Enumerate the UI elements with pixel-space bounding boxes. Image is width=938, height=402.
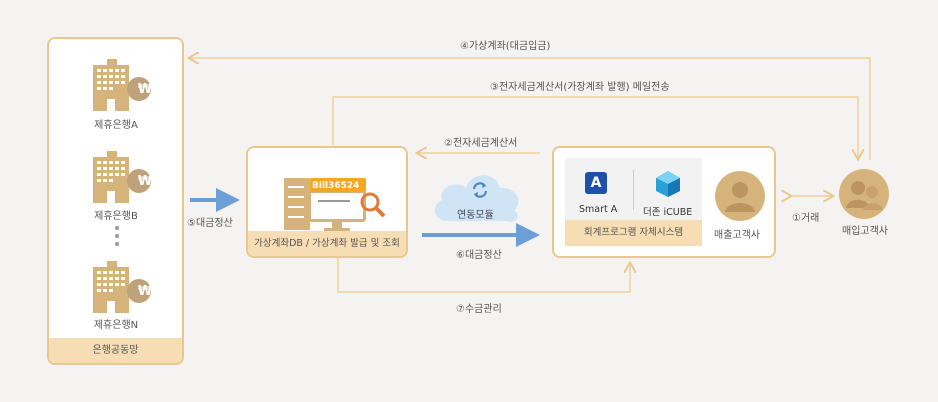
icube-label: 더존 iCUBE <box>643 207 693 218</box>
flow-4-line <box>190 58 871 160</box>
flow-5-label: ⑤대금정산 <box>187 218 233 229</box>
flow-4-label: ④가상계좌(대금입금) <box>460 41 551 52</box>
bank-label: 제휴은행B <box>94 211 138 222</box>
accounting-panel: A Smart A 더존 iCUBE 회계프로그램 자체시스템 매출고객사 <box>552 146 776 258</box>
sales-customer-avatar-icon <box>715 171 765 221</box>
flow-3-label: ③전자세금계산서(가장계좌 발행) 메일전송 <box>490 82 670 93</box>
sync-icon <box>472 182 488 198</box>
smart-a-icon: A <box>585 172 607 194</box>
flow-2-label: ②전자세금계산서 <box>444 138 518 149</box>
bank-building-icon <box>93 151 151 203</box>
ellipsis-icon <box>115 226 119 246</box>
bank-panel: ₩ 제휴은행A ₩ 제휴은행B ₩ 제휴은행N 은행공동망 <box>47 37 184 365</box>
flow-7-label: ⑦수금관리 <box>456 304 502 315</box>
virtual-account-footer: 가상계좌DB / 가상계좌 발급 및 조회 <box>248 231 406 256</box>
sales-customer-label: 매출고객사 <box>714 230 760 241</box>
divider <box>633 170 634 210</box>
flow-6-label: ⑥대금정산 <box>456 250 502 261</box>
smart-a-label: Smart A <box>579 204 618 215</box>
bank-building-icon <box>93 59 151 111</box>
won-icon: ₩ <box>137 82 153 97</box>
flow-3-line <box>332 96 858 158</box>
server-monitor-icon <box>284 178 386 231</box>
flow-1-label: ①거래 <box>792 213 820 224</box>
won-icon: ₩ <box>137 174 153 189</box>
bill-code: Bill36524 <box>312 181 360 191</box>
flow-7-line <box>337 258 630 293</box>
buyer-avatar-icon <box>839 169 889 219</box>
cloud-icon <box>434 175 519 222</box>
virtual-account-panel: Bill36524 가상계좌DB / 가상계좌 발급 및 조회 <box>246 146 408 258</box>
bank-network-footer: 은행공동망 <box>49 338 182 363</box>
won-icon: ₩ <box>137 284 153 299</box>
accounting-footer: 회계프로그램 자체시스템 <box>565 220 702 246</box>
accounting-program-panel: A Smart A 더존 iCUBE 회계프로그램 자체시스템 <box>565 158 702 246</box>
buyer-label: 매입고객사 <box>842 226 888 237</box>
bank-building-icon <box>93 261 151 313</box>
bank-label: 제휴은행A <box>94 120 138 131</box>
bank-label: 제휴은행N <box>93 320 139 331</box>
icube-icon <box>656 171 680 197</box>
cloud-label: 연동모듈 <box>457 210 494 221</box>
